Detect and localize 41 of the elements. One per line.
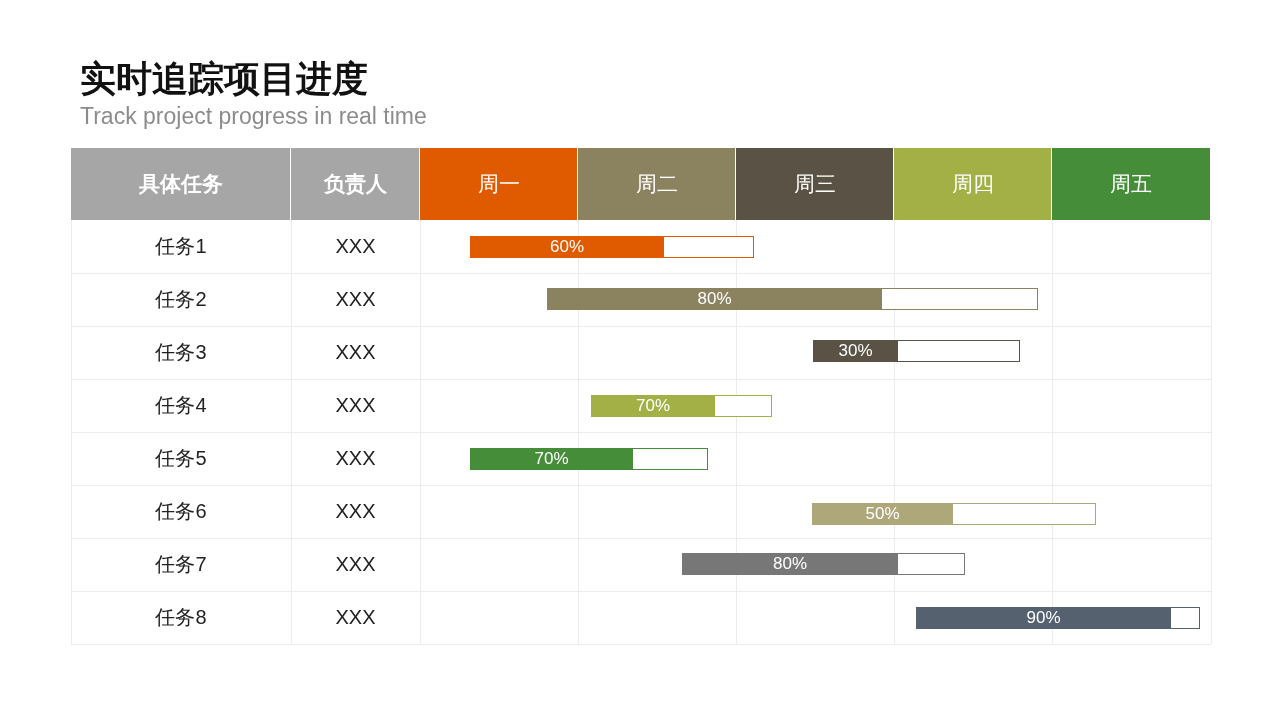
percent-label: 70% (534, 448, 569, 469)
percent-label: 80% (697, 288, 732, 309)
percent-label: 30% (838, 340, 873, 361)
owner-name: XXX (335, 553, 376, 576)
header-cell: 周二 (578, 148, 735, 220)
progress-bar (813, 340, 1020, 362)
progress-bar (682, 553, 965, 575)
owner-name: XXX (335, 341, 376, 364)
progress-bar (470, 448, 708, 470)
task-name: 任务4 (155, 393, 207, 418)
owner-name: XXX (335, 500, 376, 523)
task-name: 任务5 (155, 446, 207, 471)
header-cell: 负责人 (291, 148, 419, 220)
task-name: 任务2 (155, 287, 207, 312)
task-name: 任务6 (155, 499, 207, 524)
header-cell: 周四 (894, 148, 1051, 220)
percent-label: 50% (865, 503, 900, 524)
progress-bar (591, 395, 772, 417)
header-cell: 周五 (1052, 148, 1210, 220)
progress-bar (470, 236, 754, 258)
header-cell: 具体任务 (71, 148, 290, 220)
task-name: 任务8 (155, 605, 207, 630)
owner-name: XXX (335, 606, 376, 629)
subtitle: Track project progress in real time (80, 103, 427, 130)
title: 实时追踪项目进度 (80, 57, 368, 101)
owner-name: XXX (335, 235, 376, 258)
task-name: 任务7 (155, 552, 207, 577)
percent-label: 80% (773, 553, 807, 574)
task-name: 任务3 (155, 340, 207, 365)
header-cell: 周一 (420, 148, 577, 220)
progress-bar (916, 607, 1200, 629)
owner-name: XXX (335, 447, 376, 470)
header-cell: 周三 (736, 148, 893, 220)
percent-label: 70% (636, 395, 670, 416)
progress-bar (547, 288, 1038, 310)
owner-name: XXX (335, 394, 376, 417)
owner-name: XXX (335, 288, 376, 311)
percent-label: 60% (550, 236, 584, 257)
task-name: 任务1 (155, 234, 207, 259)
percent-label: 90% (1026, 607, 1061, 628)
progress-bar (812, 503, 1096, 525)
